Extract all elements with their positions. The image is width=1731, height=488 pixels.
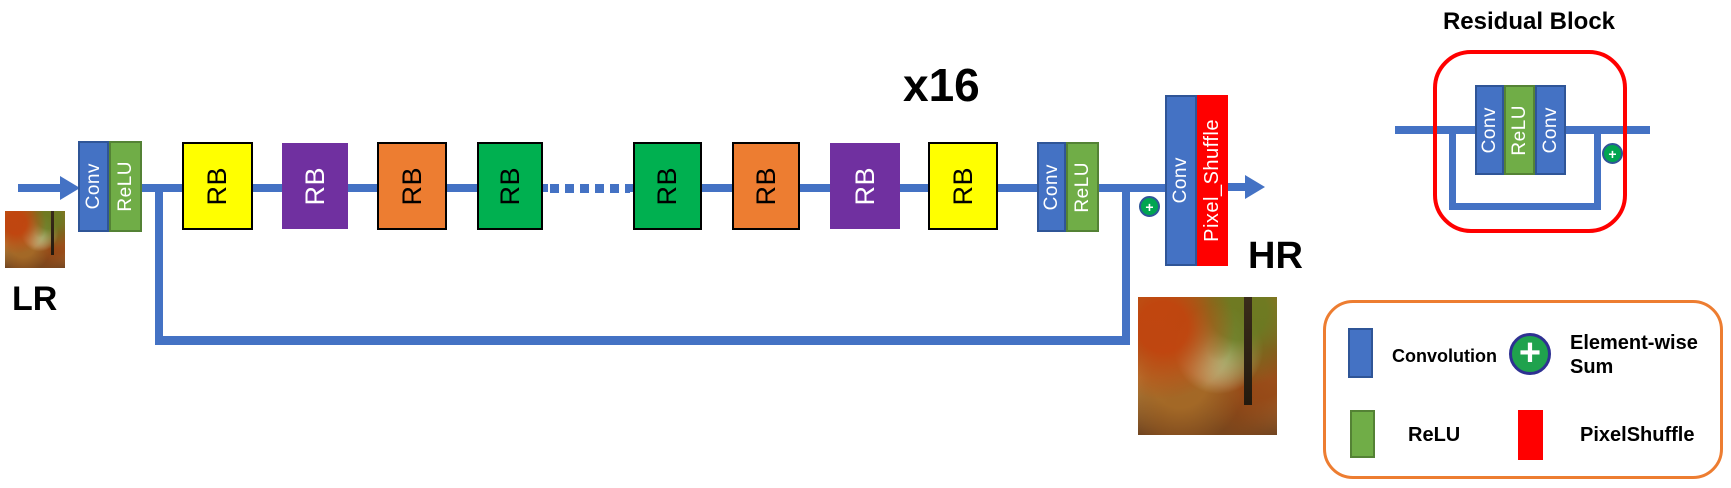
head-relu-label: ReLU — [114, 161, 136, 212]
residual-sum-icon: + — [1602, 143, 1623, 164]
lr-input-image — [5, 211, 65, 268]
pixel-shuffle-label: Pixel_Shuffle — [1201, 119, 1223, 242]
legend-relu-swatch — [1350, 410, 1375, 458]
tail-conv-label: Conv — [1040, 163, 1062, 211]
output-wire — [1227, 183, 1247, 191]
multiplier-label: x16 — [903, 59, 980, 111]
element-wise-sum-icon: + — [1139, 196, 1160, 217]
legend-convolution-swatch — [1348, 328, 1373, 378]
pixel-shuffle-block: Pixel_Shuffle — [1197, 95, 1228, 266]
legend-sum-label: Element-wise Sum — [1570, 332, 1698, 378]
ellipsis-dotted-wire — [550, 184, 630, 193]
skip-wire-up — [1122, 190, 1130, 345]
head-conv-label: Conv — [82, 163, 104, 210]
legend-pixelshuffle-swatch — [1518, 410, 1543, 460]
rb-label: RB — [396, 166, 427, 206]
head-relu-block: ReLU — [109, 141, 142, 232]
tail-relu-block: ReLU — [1066, 142, 1099, 232]
rb-block-4: RB — [477, 142, 543, 230]
upsample-conv-label: Conv — [1170, 157, 1191, 204]
lr-label: LR — [12, 280, 58, 318]
rb-block-6: RB — [732, 142, 800, 230]
rb-label: RB — [652, 166, 682, 206]
legend-pixelshuffle-label: PixelShuffle — [1580, 424, 1695, 446]
residual-relu-block: ReLU — [1504, 85, 1535, 175]
rb-block-1: RB — [182, 142, 253, 230]
residual-conv2-label: Conv — [1539, 106, 1561, 154]
rb-label: RB — [849, 166, 880, 206]
rb-label: RB — [494, 166, 525, 206]
residual-block-outline — [1433, 50, 1627, 233]
hr-output-image — [1138, 297, 1277, 435]
output-arrow-icon — [1245, 175, 1265, 199]
rb-block-8: RB — [928, 142, 998, 230]
residual-conv2-block: Conv — [1535, 85, 1566, 175]
rb-label: RB — [202, 166, 232, 206]
tail-conv-block: Conv — [1037, 142, 1066, 232]
legend-sum-icon: + — [1509, 333, 1551, 375]
residual-skip-up — [1594, 132, 1601, 210]
residual-relu-label: ReLU — [1508, 104, 1530, 156]
residual-block-title: Residual Block — [1442, 8, 1616, 35]
head-conv-block: Conv — [78, 141, 109, 232]
rb-label: RB — [750, 166, 781, 206]
skip-wire-bottom — [155, 336, 1130, 345]
legend-convolution-label: Convolution — [1392, 346, 1497, 366]
residual-conv1-label: Conv — [1478, 106, 1500, 154]
rb-block-7: RB — [830, 143, 900, 229]
rb-block-5: RB — [633, 142, 702, 230]
rb-block-3: RB — [377, 142, 447, 230]
residual-skip-down — [1449, 132, 1456, 210]
plus-glyph: + — [1518, 331, 1542, 374]
plus-glyph: + — [1145, 198, 1154, 215]
legend-relu-label: ReLU — [1408, 424, 1461, 446]
rb-block-2: RB — [282, 143, 348, 229]
residual-skip-bottom — [1449, 203, 1601, 210]
upsample-conv-block: Conv — [1165, 95, 1197, 266]
plus-glyph: + — [1608, 145, 1617, 162]
input-arrow-icon — [60, 176, 80, 200]
rb-label: RB — [947, 166, 978, 206]
skip-wire-down — [155, 190, 163, 340]
input-wire — [18, 184, 62, 192]
residual-conv1-block: Conv — [1475, 85, 1504, 175]
tail-relu-label: ReLU — [1071, 161, 1093, 213]
hr-label: HR — [1248, 235, 1303, 277]
rb-label: RB — [299, 166, 330, 206]
